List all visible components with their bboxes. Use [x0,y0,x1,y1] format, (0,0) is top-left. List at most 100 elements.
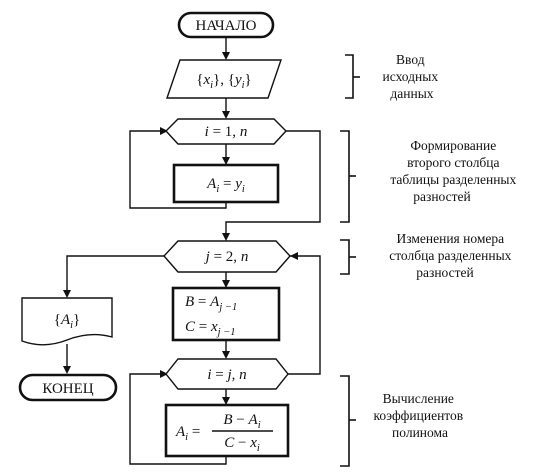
annotation-line: коэффициентов [373,408,463,423]
start-terminator: НАЧАЛО [177,11,275,39]
loop-range: = 1, [209,124,240,140]
loop-limit: n [241,249,249,265]
output-label: {Ai} [54,312,81,331]
loop-range: = 2, [210,249,241,265]
bracket-input [345,54,354,99]
input-var-y: y [233,72,242,88]
loop-label: j = 2, n [204,249,249,265]
var-c: C [185,319,196,335]
annotation-line: Вычисление [383,391,454,406]
var-x: x [210,319,218,335]
assign-b-label: B = Aj −1 [185,294,237,313]
end-label: КОНЕЦ [42,381,93,397]
sub: i [242,184,245,195]
brace: { [228,72,235,88]
annotation-line: полинома [392,425,448,440]
loop-exit-edge-3 [288,255,321,375]
input-sub: i [210,80,213,91]
formula-denominator: C − xi [224,435,260,454]
sub: j −1 [216,327,236,338]
separator: , [220,72,228,88]
loop-var: i [205,124,209,140]
var-c: C [224,435,235,451]
arrowhead [160,127,168,135]
annotation-line: данных [390,86,433,101]
brace: } [73,312,80,328]
output-shape [21,297,113,346]
annotation-line: Формирование [410,138,496,153]
annotation-input-data: Ввод исходных данных [383,52,442,101]
loop-limit: n [240,124,248,140]
annotation-line: разностей [413,189,471,204]
minus: − [234,435,250,451]
bracket-column-number [340,239,350,275]
annotation-line: исходных [383,69,439,84]
loop-i-2: i = j, n [165,358,289,390]
brace: { [196,72,203,88]
assign-a-block: Ai = yi [172,163,280,204]
start-label: НАЧАЛО [196,18,257,34]
var-a: A [209,294,220,310]
loop-var: i [207,367,211,383]
annotation-line: Изменения номера [396,231,504,246]
formula-numerator: B − Ai [223,412,260,431]
loop-start: j [225,367,231,383]
end-shape [18,373,118,402]
var-x: x [249,435,257,451]
arrowhead [222,351,230,359]
loop-hexagon [165,358,289,390]
equals: = [188,424,200,440]
var-a: A [60,312,71,328]
arrowhead [222,52,230,60]
annotation-column-number: Изменения номера столбца разделенных раз… [389,231,515,280]
loop-range: = [212,367,228,383]
brace: } [213,72,220,88]
var-a: A [175,424,186,440]
loop-hexagon [165,118,287,145]
loop-i-1: i = 1, n [165,118,287,145]
formula-lhs: Ai = [175,424,200,443]
input-var-x: x [202,72,210,88]
arrowhead [222,157,230,165]
annotation-line: столбца разделенных [389,248,511,263]
loop-exit-edge-1 [225,130,321,239]
annotation-brackets [340,54,360,467]
loop-label: i = j, n [207,367,246,383]
assign-a-label: Ai = yi [206,176,245,195]
var-y: y [233,176,242,192]
end-terminator: КОНЕЦ [18,373,118,402]
loop-j: j = 2, n [163,240,291,273]
var-b: B [185,294,194,310]
loop-sep: , [232,367,240,383]
brace: } [245,72,252,88]
equals: = [194,294,210,310]
bracket-coefficients [340,375,350,467]
output-block: {Ai} [21,297,113,346]
annotation-line: разностей [416,265,474,280]
bracket-second-column [340,130,350,223]
input-sub: i [242,80,245,91]
loop-back-edge-1 [129,130,227,209]
sub: i [70,320,73,331]
loop-limit: n [239,367,247,383]
input-shape [166,59,282,99]
arrowhead [222,280,230,288]
loop-exit-edge-2 [66,255,164,296]
arrowhead [63,290,71,298]
equals: = [219,176,235,192]
input-block: {xi}, {yi} [166,59,282,99]
var-a: A [206,176,217,192]
arrowhead [63,366,71,374]
annotations: Ввод исходных данных Формирование второг… [373,52,516,440]
minus: − [233,412,249,428]
var-a: A [248,412,259,428]
equals: = [195,319,211,335]
input-label: {xi}, {yi} [196,72,252,91]
sub: i [185,432,188,443]
sub: j −1 [217,302,237,313]
loop-back-edge-3 [129,373,227,465]
assign-a-shape [172,163,280,204]
assign-bc-shape [171,286,281,342]
sub: i [216,184,219,195]
